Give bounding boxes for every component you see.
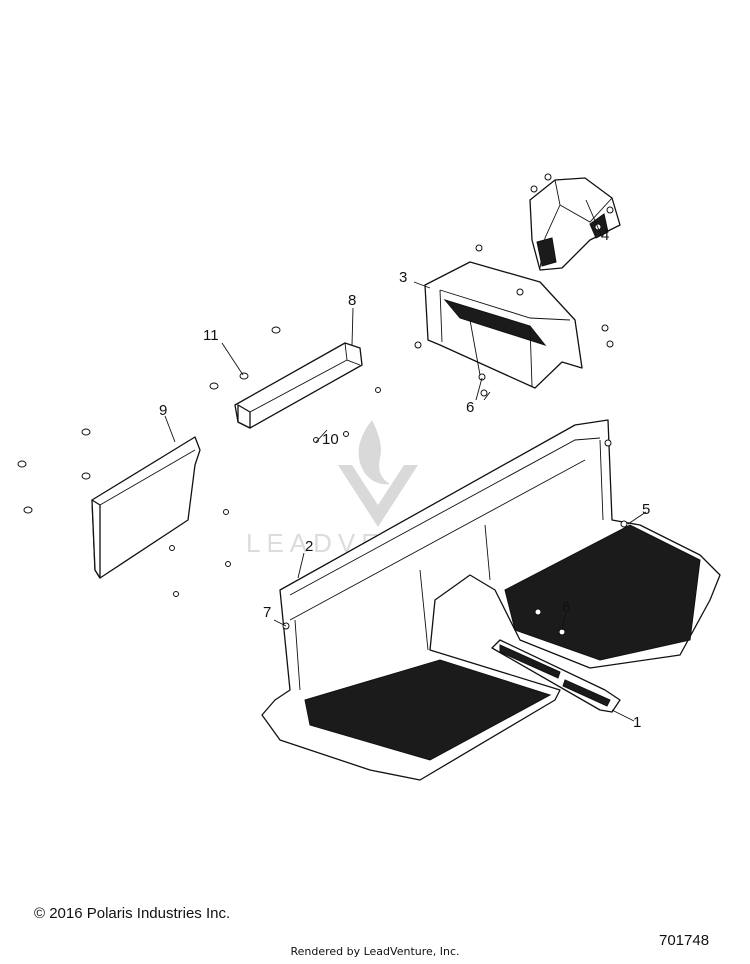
part-9-pad[interactable] [91, 436, 201, 579]
callout-2: 2 [305, 538, 313, 555]
copyright-text: © 2016 Polaris Industries Inc. [34, 905, 231, 922]
callout-6a: 6 [466, 399, 474, 416]
callout-8: 8 [348, 292, 356, 309]
callout-9: 9 [159, 402, 167, 419]
leader-lines [164, 199, 647, 722]
part-10-fasteners [169, 387, 381, 597]
part-2-floor-panel[interactable] [261, 419, 721, 781]
part-11-fasteners [17, 326, 281, 514]
part-3-panel[interactable] [424, 261, 583, 389]
callout-7: 7 [263, 604, 271, 621]
document-number: 701748 [659, 932, 710, 949]
callout-11: 11 [203, 327, 219, 344]
part-1-rail[interactable] [491, 639, 621, 713]
callout-6b: 6 [562, 599, 570, 616]
callout-10: 10 [322, 431, 339, 448]
part-4-bracket[interactable] [529, 177, 621, 271]
rendered-by-text: Rendered by LeadVenture, Inc. [290, 945, 460, 958]
callout-labels: 1 2 3 4 5 6 6 7 8 9 10 11 [159, 227, 650, 731]
part-8-pad[interactable] [234, 342, 363, 429]
part-3-fasteners [414, 244, 614, 349]
callout-3: 3 [399, 269, 407, 286]
callout-4: 4 [601, 227, 609, 244]
callout-5: 5 [642, 501, 650, 518]
callout-1: 1 [633, 714, 641, 731]
